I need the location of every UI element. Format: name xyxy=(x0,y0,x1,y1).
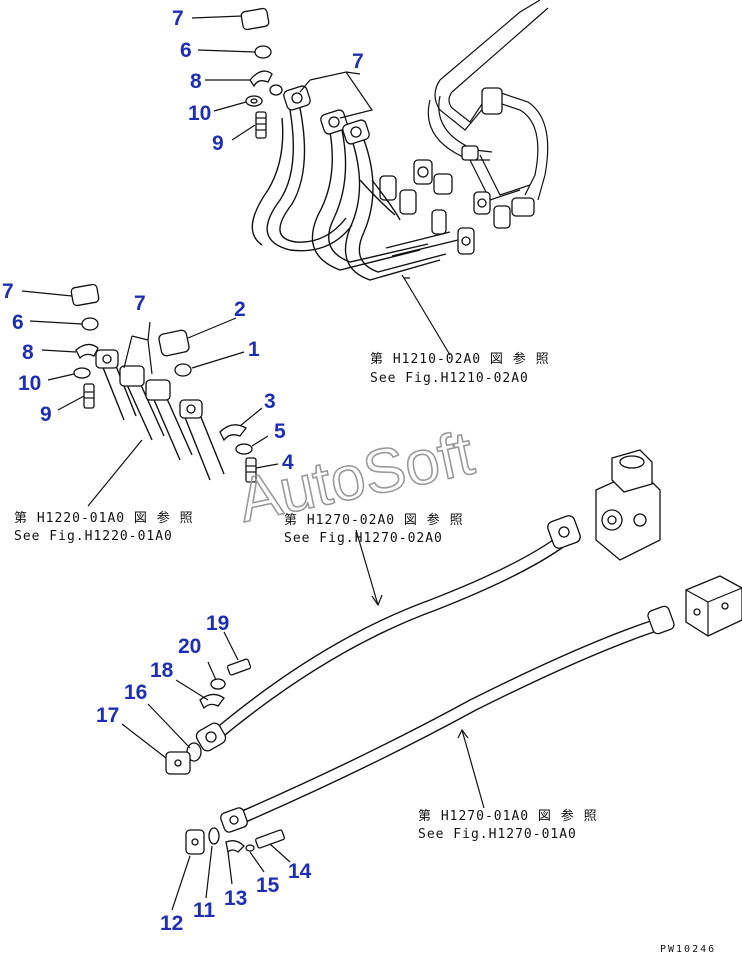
callout-13: 13 xyxy=(224,887,247,910)
ref-h1270-01-en: See Fig.H1270-01A0 xyxy=(418,827,577,842)
callout-8-mid: 8 xyxy=(22,341,34,364)
callout-7-mid-bracket: 7 xyxy=(134,292,146,315)
ref-h1220-en: See Fig.H1220-01A0 xyxy=(14,529,173,544)
ref-h1270-02-en: See Fig.H1270-02A0 xyxy=(284,531,443,546)
callout-8-top: 8 xyxy=(190,70,202,93)
callout-7-upper-hose: 7 xyxy=(352,50,364,73)
callout-17: 17 xyxy=(96,704,119,727)
upper-hose-assembly xyxy=(240,0,549,281)
callout-5: 5 xyxy=(274,420,286,443)
callout-19: 19 xyxy=(206,612,229,635)
valve-block xyxy=(595,449,661,561)
callout-14: 14 xyxy=(288,860,312,883)
cube-block xyxy=(685,575,742,637)
callout-1: 1 xyxy=(248,338,260,361)
ref-h1270-02-jp: 第 H1270-02A0 図 参 照 xyxy=(284,512,464,528)
callout-10-top: 10 xyxy=(188,102,211,125)
callout-11: 11 xyxy=(193,899,216,922)
callout-20: 20 xyxy=(178,635,201,658)
upper-leaders xyxy=(191,15,451,356)
callout-7-mid: 7 xyxy=(2,280,14,303)
callout-numbers: 7 6 8 10 9 7 7 6 8 10 9 7 2 1 3 5 4 19 2… xyxy=(2,7,364,935)
reference-notes: 第 H1210-02A0 図 参 照 See Fig.H1210-02A0 第 … xyxy=(14,351,598,842)
callout-4: 4 xyxy=(282,451,294,474)
lower-small-parts xyxy=(165,658,285,855)
callout-15: 15 xyxy=(256,874,280,897)
lower-leaders xyxy=(121,529,485,911)
ref-h1270-01-jp: 第 H1270-01A0 図 参 照 xyxy=(418,808,598,824)
callout-18: 18 xyxy=(150,659,174,682)
drawing-code: PW10246 xyxy=(660,944,716,955)
ref-h1220-jp: 第 H1220-01A0 図 参 照 xyxy=(14,510,194,526)
callout-10-mid: 10 xyxy=(18,372,41,395)
callout-2: 2 xyxy=(234,298,246,321)
callout-16: 16 xyxy=(124,681,147,704)
ref-h1210-en: See Fig.H1210-02A0 xyxy=(370,371,529,386)
middle-leaders xyxy=(21,290,279,507)
ref-h1210-jp: 第 H1210-02A0 図 参 照 xyxy=(370,351,550,367)
callout-9-top: 9 xyxy=(212,132,224,155)
callout-9-mid: 9 xyxy=(40,403,52,426)
callout-6-top: 6 xyxy=(180,39,192,62)
long-hoses xyxy=(195,515,675,833)
callout-6-mid: 6 xyxy=(12,311,24,334)
callout-7-top: 7 xyxy=(172,7,184,30)
middle-hose-group xyxy=(70,283,257,483)
callout-12: 12 xyxy=(160,912,183,935)
callout-3: 3 xyxy=(264,390,276,413)
